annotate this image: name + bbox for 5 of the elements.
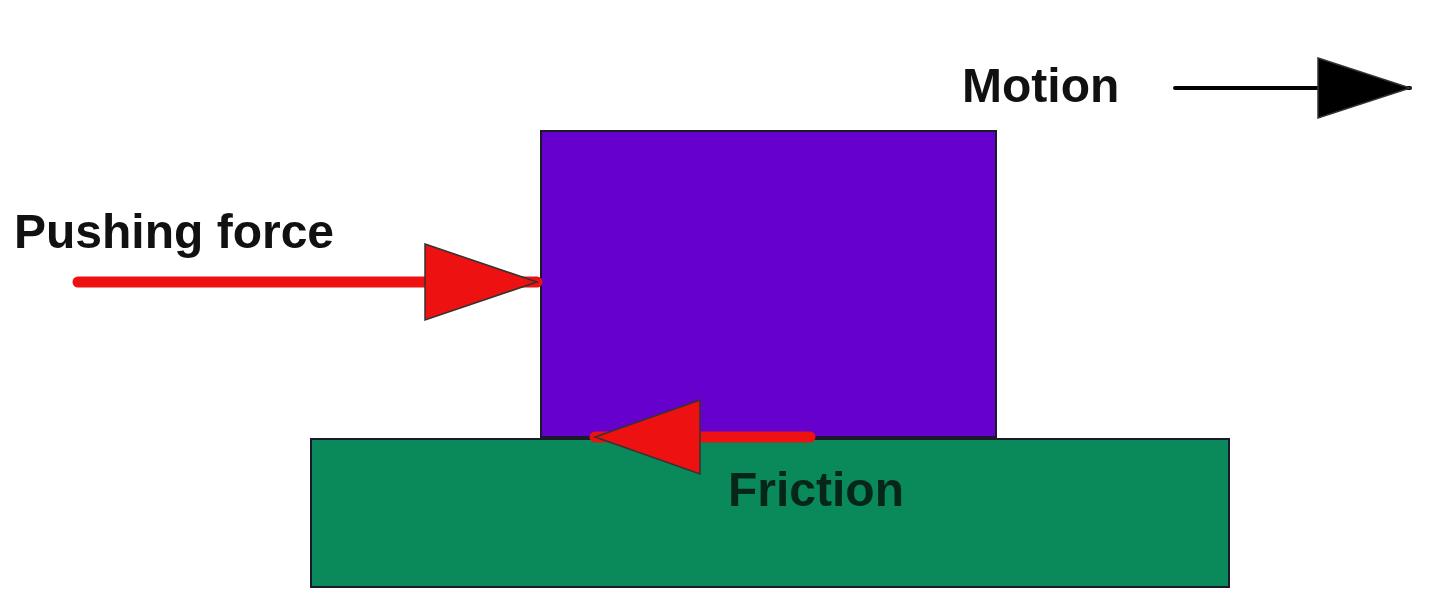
motion-label: Motion (962, 58, 1120, 114)
ground-surface (310, 438, 1230, 588)
friction-label: Friction (728, 462, 904, 518)
block (540, 130, 997, 438)
force-label: Pushing force (14, 204, 335, 260)
